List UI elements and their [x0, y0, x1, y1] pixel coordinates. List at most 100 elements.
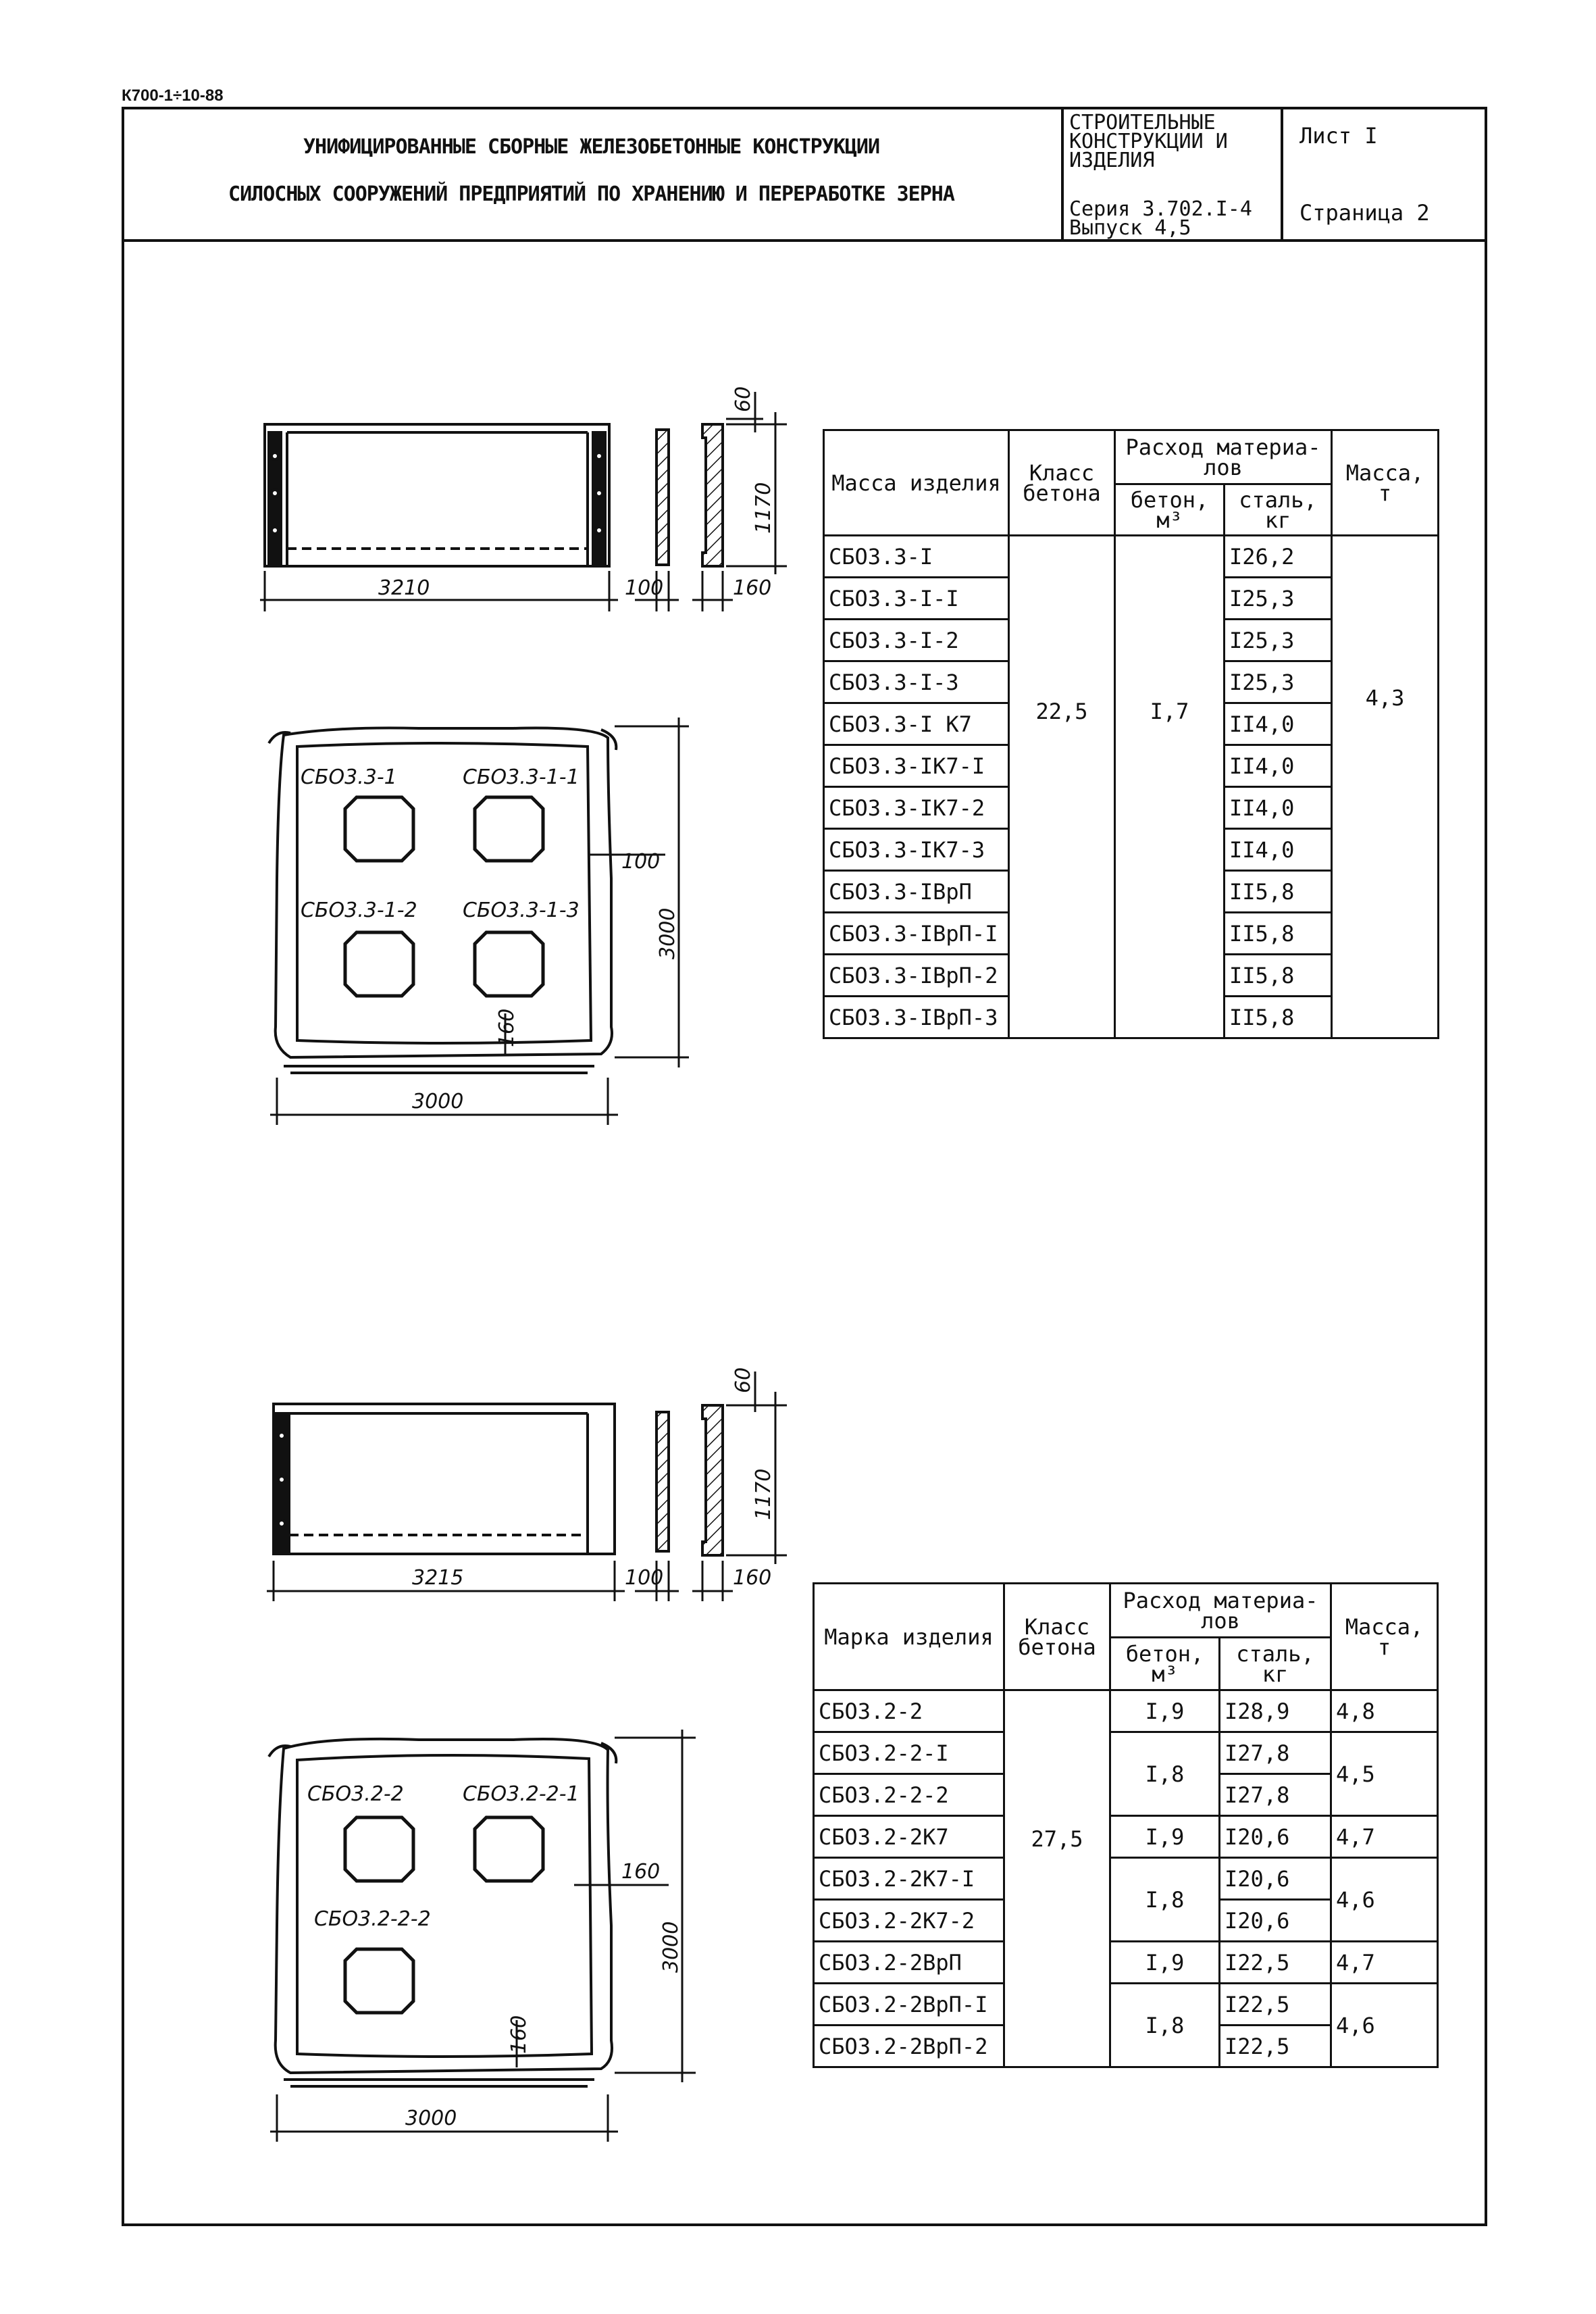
t2-concrete-group-3: I,9 [1109, 1815, 1220, 1859]
panel1-mark-2: СБО3.3-1-1 [463, 765, 580, 789]
table-row-mark: СБО3.2-2ВрП-2 [813, 2024, 1005, 2068]
t1-concrete-value: I,7 [1114, 534, 1225, 1039]
panel1-side-view [263, 423, 611, 568]
table-row-mark: СБО3.3-I-2 [823, 618, 1010, 662]
t1-header-steel: сталь, кг [1223, 483, 1333, 536]
table-row-steel: I27,8 [1218, 1731, 1332, 1775]
table-row-steel: II4,0 [1223, 744, 1333, 788]
table-row-mark: СБО3.3-IК7-I [823, 744, 1010, 788]
table-row-steel: II4,0 [1223, 828, 1333, 872]
t2-class-value: 27,5 [1003, 1689, 1111, 2068]
table-row-steel: I25,3 [1223, 660, 1333, 704]
panel2-height-dim: 1170 [752, 1469, 775, 1520]
table-row-mark: СБО3.3-I [823, 534, 1010, 578]
t1-header-concrete: бетон, м³ [1114, 483, 1225, 536]
panel1-plan-dims [270, 718, 689, 1125]
panel1-section [655, 423, 724, 568]
panel2-plan-height-dim: 3000 [659, 1921, 683, 1973]
t2-concrete-group-4: I,8 [1109, 1857, 1220, 1942]
t2-mass-group-5: 4,7 [1330, 1940, 1439, 1984]
table-row-steel: I28,9 [1218, 1689, 1332, 1733]
panel2-edge-right-dim: 160 [621, 1860, 660, 1884]
table-row-steel: I22,5 [1218, 1982, 1332, 2026]
panel1-openings [343, 795, 545, 998]
t1-header-mass: Масса, т [1331, 429, 1439, 536]
panel1-edge-bottom-dim: 160 [495, 1009, 519, 1047]
table-row-steel: I22,5 [1218, 2024, 1332, 2068]
table-row-steel: II5,8 [1223, 995, 1333, 1039]
table-row-mark: СБО3.3-IВрП-3 [823, 995, 1010, 1039]
t2-header-mark: Марка изделия [813, 1582, 1005, 1691]
table-row-mark: СБО3.2-2К7-I [813, 1857, 1005, 1901]
panel2-mark-2: СБО3.2-2-1 [463, 1782, 580, 1806]
page-number: Страница 2 [1299, 200, 1430, 226]
panel1-top-dim: 60 [731, 386, 755, 412]
series-label: Серия 3.702.I-4 Выпуск 4,5 [1069, 197, 1252, 240]
panel1-height-dim: 1170 [752, 482, 775, 534]
panel1-plan-height-dim: 3000 [656, 908, 679, 959]
table-row-steel: I26,2 [1223, 534, 1333, 578]
panel1-plan-width-dim: 3000 [412, 1090, 463, 1113]
t2-concrete-group-6: I,8 [1109, 1982, 1220, 2068]
sheet-cell: Лист I Страница 2 [1283, 107, 1485, 239]
category-label: СТРОИТЕЛЬНЫЕ КОНСТРУКЦИИ И ИЗДЕЛИЯ [1069, 111, 1228, 172]
panel1-thick-b-dim: 160 [733, 576, 771, 600]
panel2-mark-1: СБО3.2-2 [307, 1782, 404, 1806]
t2-header-mass: Масса, т [1330, 1582, 1439, 1691]
table-row-steel: I25,3 [1223, 576, 1333, 620]
table-row-mark: СБО3.3-IК7-2 [823, 786, 1010, 830]
table-row-mark: СБО3.3-IВрП [823, 870, 1010, 913]
panel2-openings [343, 1815, 545, 2015]
t2-concrete-group-1: I,9 [1109, 1689, 1220, 1733]
table-row-mark: СБО3.2-2ВрП [813, 1940, 1005, 1984]
t1-mass-value: 4,3 [1331, 534, 1439, 1039]
t2-header-consumption: Расход материа- лов [1109, 1582, 1332, 1638]
table-row-mark: СБО3.3-IК7-3 [823, 828, 1010, 872]
panel2-section [655, 1404, 724, 1557]
table-row-mark: СБО3.3-I-3 [823, 660, 1010, 704]
panel2-plan [267, 1737, 618, 2088]
series-cell: СТРОИТЕЛЬНЫЕ КОНСТРУКЦИИ И ИЗДЕЛИЯ Серия… [1064, 107, 1283, 239]
table-row-steel: I20,6 [1218, 1857, 1332, 1901]
title-line-1: УНИФИЦИРОВАННЫЕ СБОРНЫЕ ЖЕЛЕЗОБЕТОННЫЕ К… [303, 135, 880, 159]
panel1-mark-4: СБО3.3-1-3 [463, 899, 580, 922]
panel1-edge-right-dim: 100 [621, 850, 660, 874]
panel1-mark-1: СБО3.3-1 [301, 765, 397, 789]
table-row-steel: I20,6 [1218, 1815, 1332, 1859]
table-row-mark: СБО3.2-2 [813, 1689, 1005, 1733]
panel2-top-dim: 60 [731, 1367, 755, 1393]
t1-header-consumption: Расход материа- лов [1114, 429, 1333, 485]
sheet-number: Лист I [1299, 123, 1378, 149]
table-row-steel: I20,6 [1218, 1898, 1332, 1942]
t2-mass-group-1: 4,8 [1330, 1689, 1439, 1733]
table-row-mark: СБО3.2-2-I [813, 1731, 1005, 1775]
panel2-side-view [272, 1403, 616, 1555]
t2-header-class: Класс бетона [1003, 1582, 1111, 1691]
panel2-plan-dims [270, 1730, 696, 2142]
table-row-steel: II5,8 [1223, 870, 1333, 913]
panel2-plan-width-dim: 3000 [405, 2107, 457, 2130]
panel2-width-dim: 3215 [412, 1566, 463, 1590]
panel2-side-dims [267, 1372, 787, 1601]
panel2-edge-bottom-dim: 160 [507, 2015, 531, 2054]
drawing-frame [122, 107, 1487, 2226]
table-row-mark: СБО3.3-IВрП-2 [823, 953, 1010, 997]
title-block: УНИФИЦИРОВАННЫЕ СБОРНЫЕ ЖЕЛЕЗОБЕТОННЫЕ К… [122, 107, 1487, 242]
panel1-width-dim: 3210 [378, 576, 430, 600]
table-row-mark: СБО3.2-2-2 [813, 1773, 1005, 1817]
panel1-thick-a-dim: 100 [625, 576, 663, 600]
t2-concrete-group-5: I,9 [1109, 1940, 1220, 1984]
t1-header-class: Класс бетона [1008, 429, 1116, 536]
table-row-steel: II4,0 [1223, 786, 1333, 830]
panel1-plan [267, 726, 618, 1074]
spec-table-2: Марка изделия Класс бетона Расход матери… [813, 1582, 1439, 2068]
t1-class-value: 22,5 [1008, 534, 1116, 1039]
spec-table-1: Масса изделия Класс бетона Расход матери… [823, 429, 1439, 1039]
panel2-thick-b-dim: 160 [733, 1566, 771, 1590]
table-row-mark: СБО3.2-2К7 [813, 1815, 1005, 1859]
table-row-mark: СБО3.2-2К7-2 [813, 1898, 1005, 1942]
t2-body: СБО3.2-2 27,5 I,9 I28,9 4,8 СБО3.2-2-I I… [813, 1689, 1439, 2068]
table-row-mark: СБО3.2-2ВрП-I [813, 1982, 1005, 2026]
t2-mass-group-2: 4,5 [1330, 1731, 1439, 1817]
document-code: К700-1÷10-88 [122, 86, 224, 105]
